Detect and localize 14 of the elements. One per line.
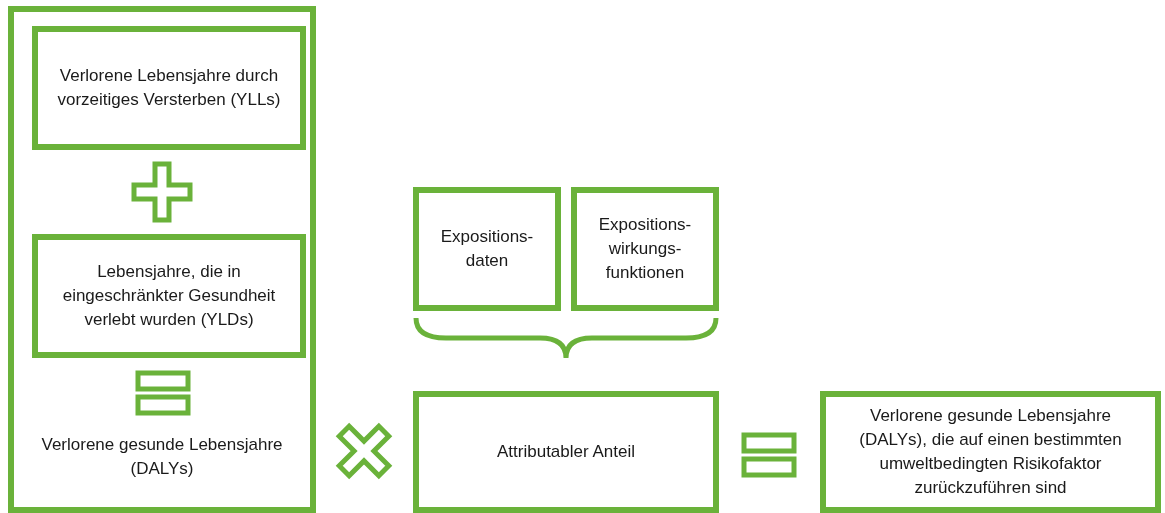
group-box — [8, 6, 316, 513]
box-label: Expositions-wirkungs-funktionen — [597, 214, 693, 284]
text-box — [820, 391, 1161, 513]
box-label: Attributabler Anteil — [497, 441, 635, 463]
text-box — [413, 391, 719, 513]
box-label: Expositions-daten — [439, 226, 535, 272]
box-label: Verlorene Lebensjahre durch vorzeitiges Versterben (YLLs) — [56, 65, 282, 111]
text-box — [32, 234, 306, 358]
box-label: Verlorene gesunde Lebensjahre (DALYs), die auf einen bestimmten umweltbedingten Risikofaktor zurückzuführen sind — [858, 405, 1123, 499]
text-box — [571, 187, 719, 311]
box-label: Lebensjahre, die in eingeschränkter Gesundheit verlebt wurden (YLDs) — [61, 261, 277, 331]
text-box — [32, 26, 306, 150]
group-label: Verlorene gesunde Lebensjahre (DALYs) — [40, 434, 284, 480]
text-box — [413, 187, 561, 311]
